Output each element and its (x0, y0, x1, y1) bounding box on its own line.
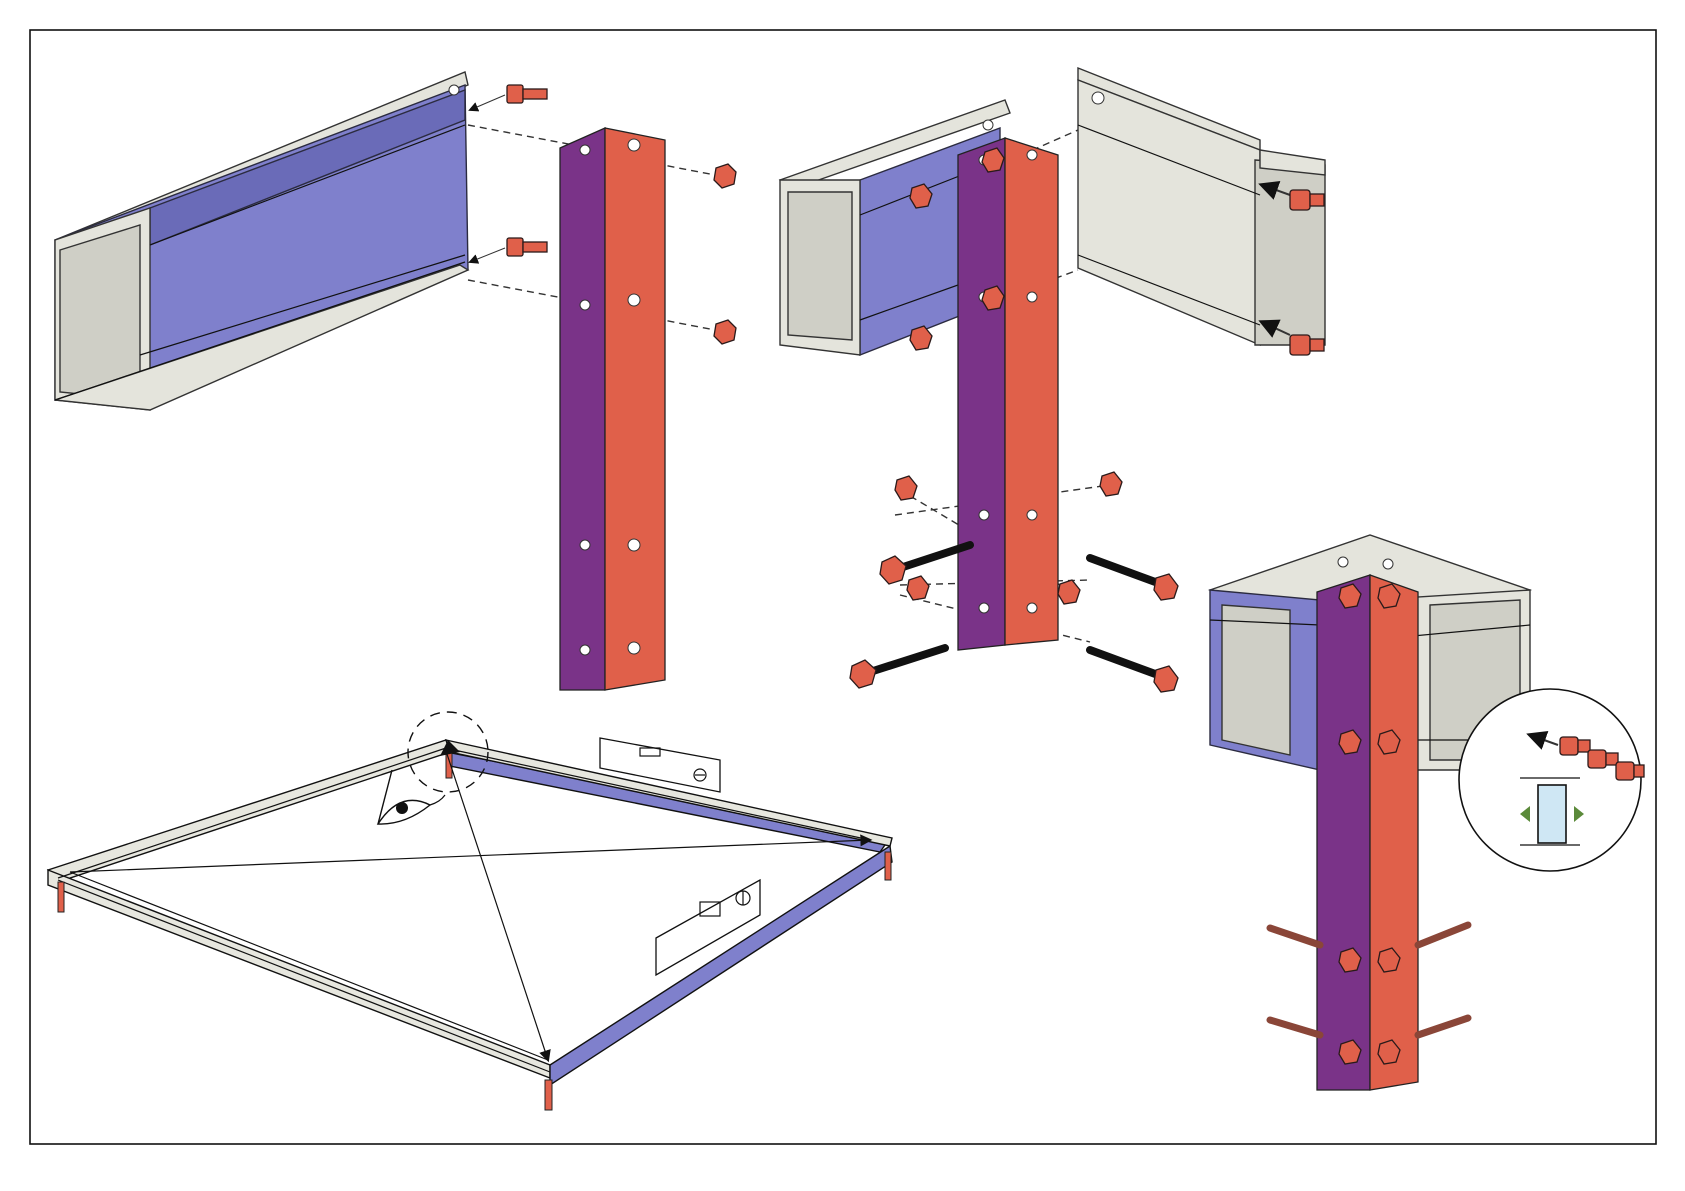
hex-bolt-1 (470, 85, 547, 110)
diagonal-check-1 (70, 840, 870, 872)
profile-beam-left (55, 72, 468, 410)
step-3-group (1210, 535, 1644, 1090)
threaded-rod-4 (1090, 650, 1178, 692)
hex-nut-9 (907, 576, 929, 600)
threaded-rod-3 (1090, 558, 1178, 600)
hex-nut-1 (714, 164, 736, 188)
corner-angle-post-1 (560, 128, 665, 690)
corner-angle-post-3 (1317, 575, 1418, 1090)
threaded-rod-1 (880, 545, 970, 584)
step-1-group (55, 72, 736, 690)
hex-nut-10 (1058, 580, 1080, 604)
base-frame (48, 740, 892, 1110)
hex-nut-8 (1100, 472, 1122, 496)
bolt-detail-callout (1459, 689, 1644, 871)
hex-nut-6 (910, 326, 932, 350)
hex-nut-2 (714, 320, 736, 344)
spirit-level-icon-2 (656, 880, 760, 975)
eye-icon (378, 770, 445, 824)
step-4-group (48, 712, 892, 1110)
hex-bolt-2 (470, 238, 547, 262)
threaded-rod-2 (850, 648, 945, 688)
corner-angle-post-2 (958, 138, 1058, 650)
diagonal-check-2 (445, 748, 548, 1060)
hex-nut-7 (895, 476, 917, 500)
profile-beam-grey (1078, 68, 1325, 345)
